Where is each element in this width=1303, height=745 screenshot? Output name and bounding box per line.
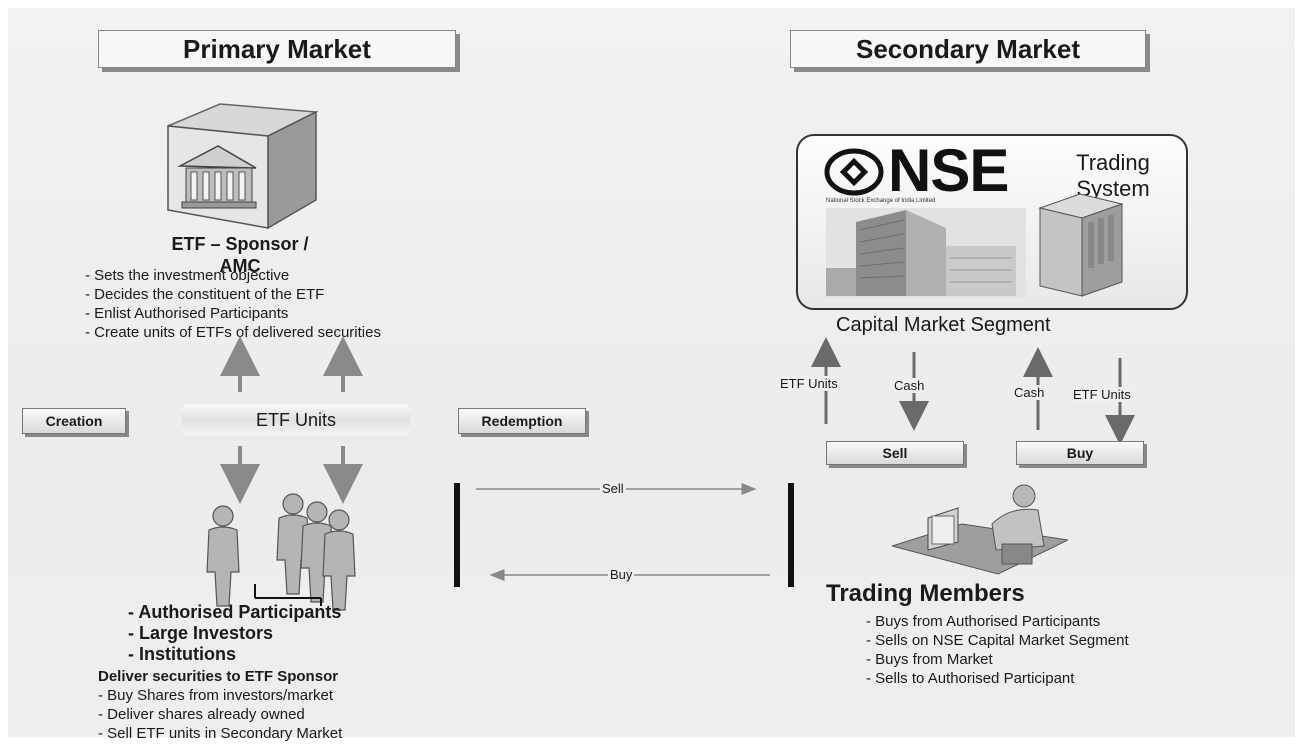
deliver-points: - Buy Shares from investors/market - Del… [98, 686, 342, 743]
trading-member-point: - Buys from Authorised Participants [866, 613, 1101, 630]
trading-member-point: - Sells on NSE Capital Market Segment [866, 632, 1129, 649]
buy-flow-label: Buy [608, 567, 635, 582]
creation-tag: Creation [22, 408, 126, 434]
redemption-tag: Redemption [458, 408, 586, 434]
trading-members-title: Trading Members [826, 580, 1025, 607]
deliver-point: - Buy Shares from investors/market [98, 687, 334, 704]
cash-left-label: Cash [894, 378, 925, 393]
buy-button[interactable]: Buy [1016, 441, 1144, 465]
sponsor-point: - Enlist Authorised Participants [85, 305, 289, 322]
cash-right-label: Cash [1014, 385, 1045, 400]
trading-line1: Trading [1076, 150, 1150, 175]
nse-building-icon [826, 208, 1026, 298]
sponsor-point: - Create units of ETFs of delivered secu… [85, 324, 381, 341]
trading-members-points: - Buys from Authorised Participants - Se… [866, 612, 1129, 688]
etf-units-band: ETF Units [182, 404, 410, 436]
sponsor-title: ETF – Sponsor / AMC [160, 233, 320, 277]
nse-logo-text: NSE [888, 137, 1009, 204]
deliver-title: Deliver securities to ETF Sponsor [98, 668, 339, 685]
server-icon [1038, 193, 1124, 297]
trading-workstation-icon [892, 484, 1068, 575]
sponsor-points: - Sets the investment objective - Decide… [85, 266, 381, 342]
deliver-point: - Sell ETF units in Secondary Market [98, 725, 343, 742]
sell-flow-label: Sell [600, 481, 626, 496]
participant-types: - Authorised Participants - Large Invest… [128, 602, 341, 665]
building-icon [167, 103, 319, 230]
nse-logo-subtitle: National Stock Exchange of India Limited [826, 198, 936, 204]
participant-type: - Authorised Participants [128, 602, 342, 622]
capital-market-segment-label: Capital Market Segment [836, 314, 1051, 336]
sell-button-label: Sell [882, 445, 908, 461]
primary-boundary-bar [454, 483, 460, 587]
nse-logo-icon [824, 148, 884, 196]
secondary-market-title: Secondary Market [856, 33, 1080, 64]
participant-type: - Institutions [128, 644, 236, 664]
sponsor-point: - Decides the constituent of the ETF [85, 286, 325, 303]
secondary-boundary-bar [788, 483, 794, 587]
secondary-market-header: Secondary Market [790, 30, 1146, 68]
sponsor-title-line2: AMC [219, 256, 261, 276]
redemption-label: Redemption [481, 413, 563, 429]
buy-button-label: Buy [1066, 445, 1094, 461]
trading-member-point: - Sells to Authorised Participant [866, 670, 1075, 687]
etf-units-right-label: ETF Units [1073, 387, 1131, 402]
people-group-icon [206, 493, 356, 611]
creation-label: Creation [45, 413, 103, 429]
etf-units-label: ETF Units [255, 409, 336, 430]
trading-member-point: - Buys from Market [866, 651, 993, 668]
participant-type: - Large Investors [128, 623, 274, 643]
etf-units-left-label: ETF Units [780, 376, 838, 391]
primary-market-title: Primary Market [183, 33, 371, 64]
sell-button[interactable]: Sell [826, 441, 964, 465]
sponsor-point: - Sets the investment objective [85, 267, 290, 284]
primary-market-header: Primary Market [98, 30, 456, 68]
deliver-point: - Deliver shares already owned [98, 706, 305, 723]
sponsor-title-line1: ETF – Sponsor / [171, 234, 309, 254]
